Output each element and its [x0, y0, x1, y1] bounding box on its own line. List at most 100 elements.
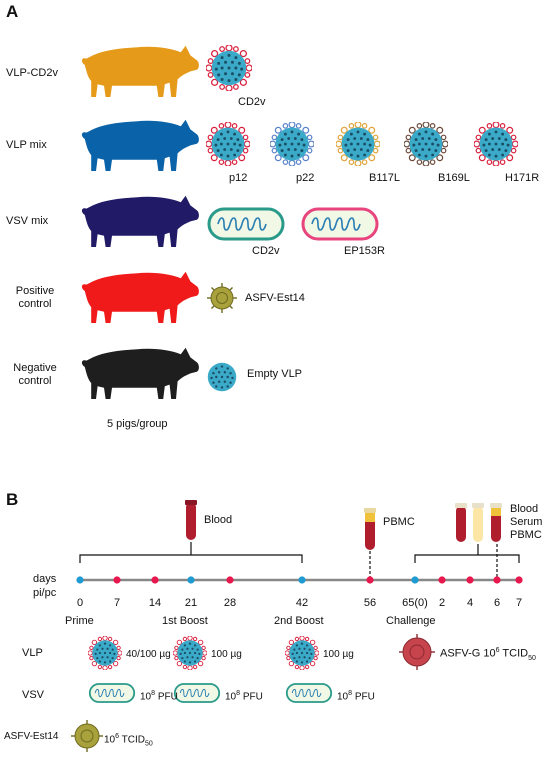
timeline-tick-label-9: 4 [466, 597, 474, 609]
vsv-cd2v-particle-icon [207, 207, 285, 241]
final-blood-label: Blood [510, 503, 539, 515]
vsv-boost2-dose-exp: 8 [348, 690, 353, 697]
vsv-boost2-dose-unit: PFU [354, 691, 375, 703]
axis-label-pipc: pi/pc [33, 587, 57, 599]
timeline-tick-label-0: 0 [76, 597, 84, 609]
vsv-boost2-icon [285, 683, 333, 703]
sample-final-labels: Blood Serum PBMC [510, 503, 542, 542]
vsv-boost2-dose: 108 PFU [337, 690, 375, 702]
timeline-tick-6 [366, 576, 374, 584]
timeline-tick-label-4: 28 [223, 597, 237, 609]
pig-vsv-mix [81, 195, 199, 247]
challenge-dose-unit: TCID [502, 647, 529, 660]
timeline-axis-label: days pi/pc [33, 572, 56, 600]
timeline-tick-11 [515, 576, 523, 584]
vsv-boost1-dose: 108 PFU [225, 690, 263, 702]
phase-prime: Prime [65, 615, 94, 627]
label-b169l: B169L [438, 172, 470, 184]
pig-vlp-mix [81, 119, 199, 171]
challenge-dose-sub: 50 [528, 654, 536, 662]
vlp-h171r-particle-icon [474, 122, 518, 166]
vsv-boost2-dose-base: 10 [337, 691, 349, 703]
vsv-prime-dose-unit: PFU [157, 691, 178, 703]
timeline-tick-label-10: 6 [493, 597, 501, 609]
asfv-est14-dose-sub: 50 [144, 740, 153, 748]
timeline-tick-3 [187, 576, 195, 584]
vlp-boost1-icon [173, 636, 207, 670]
challenge-virus-name: ASFV-G [440, 647, 481, 660]
vsv-prime-dose-base: 10 [140, 691, 152, 703]
group-label-vlp-mix: VLP mix [6, 139, 47, 151]
timeline-tick-label-1: 7 [113, 597, 121, 609]
timeline-tick-1 [113, 576, 121, 584]
timeline-tick-10 [493, 576, 501, 584]
challenge-dose: ASFV-G 106 TCID50 [440, 647, 536, 662]
vlp-p22-particle-icon [270, 122, 314, 166]
group-label-vlp-cd2v: VLP-CD2v [6, 67, 58, 79]
timeline-tick-label-5: 42 [295, 597, 309, 609]
vlp-prime-icon [88, 636, 122, 670]
pig-positive-control [81, 271, 199, 323]
group-size-note: 5 pigs/group [107, 418, 168, 430]
group-label-positive-control: Positive control [6, 285, 64, 311]
label-empty-vlp: Empty VLP [247, 368, 303, 380]
sample-blood-label: Blood [204, 514, 233, 526]
timeline-ticks [76, 576, 523, 584]
phase-1st-boost: 1st Boost [162, 615, 208, 627]
panel-a-label: A [6, 2, 19, 21]
asfv-est14-dose: 106 TCID50 [104, 733, 153, 747]
timeline-tick-label-8: 2 [438, 597, 446, 609]
sample-pbmc-label: PBMC [383, 516, 415, 528]
panel-b-label: B [6, 490, 19, 509]
label-b117l: B117L [369, 172, 400, 184]
vlp-p12-particle-icon [206, 122, 250, 166]
group-label-negative-control: Negative control [6, 362, 64, 388]
timeline-tick-label-6: 56 [363, 597, 377, 609]
asfv-est14-prime-icon [71, 720, 103, 752]
negative-line1: Negative [13, 362, 57, 374]
vsv-boost1-dose-base: 10 [225, 691, 237, 703]
row-label-vlp: VLP [22, 647, 43, 659]
label-cd2v-vsv: CD2v [252, 245, 280, 257]
blood-tube-icon [185, 500, 197, 540]
timeline-tick-2 [151, 576, 159, 584]
final-blood-tube-icon [455, 503, 467, 542]
vlp-b169l-particle-icon [404, 122, 448, 166]
asfv-g-challenge-icon [399, 634, 435, 670]
axis-label-days: days [33, 573, 57, 585]
final-sampling-bracket [414, 544, 520, 563]
vlp-boost2-icon [285, 636, 319, 670]
phase-2nd-boost: 2nd Boost [274, 615, 324, 627]
empty-vlp-particle-icon [207, 362, 237, 392]
timeline-tick-8 [438, 576, 446, 584]
vsv-ep153r-particle-icon [301, 207, 379, 241]
timeline-tick-label-7: 65(0) [402, 597, 428, 609]
pig-vlp-cd2v [81, 45, 199, 97]
timeline-tick-label-11: 7 [515, 597, 523, 609]
blood-sampling-bracket [79, 542, 303, 563]
challenge-dose-exp: 6 [495, 647, 500, 654]
final-serum-tube-icon [472, 503, 484, 542]
row-label-vsv: VSV [22, 689, 45, 701]
vlp-cd2v-particle-icon [206, 45, 252, 91]
timeline-tick-label-3: 21 [184, 597, 198, 609]
label-p12: p12 [229, 172, 248, 184]
asfv-est14-virus-icon [207, 283, 237, 313]
timeline-tick-label-2: 14 [148, 597, 162, 609]
timeline-tick-9 [466, 576, 474, 584]
pig-negative-control [81, 347, 199, 399]
vsv-prime-icon [88, 683, 136, 703]
label-cd2v-vlp: CD2v [238, 96, 266, 108]
vsv-prime-dose: 108 PFU [140, 690, 178, 702]
challenge-dose-base: 10 [483, 647, 496, 660]
positive-line2: control [18, 298, 52, 310]
vlp-boost2-dose: 100 µg [323, 649, 354, 660]
vlp-boost1-dose: 100 µg [211, 649, 242, 660]
label-ep153r: EP153R [344, 245, 385, 257]
vsv-prime-dose-exp: 8 [151, 690, 156, 697]
vsv-boost1-dose-unit: PFU [242, 691, 263, 703]
group-label-vsv-mix: VSV mix [6, 215, 49, 227]
vlp-b117l-particle-icon [336, 122, 380, 166]
asfv-est14-dose-base: 10 [104, 734, 116, 746]
